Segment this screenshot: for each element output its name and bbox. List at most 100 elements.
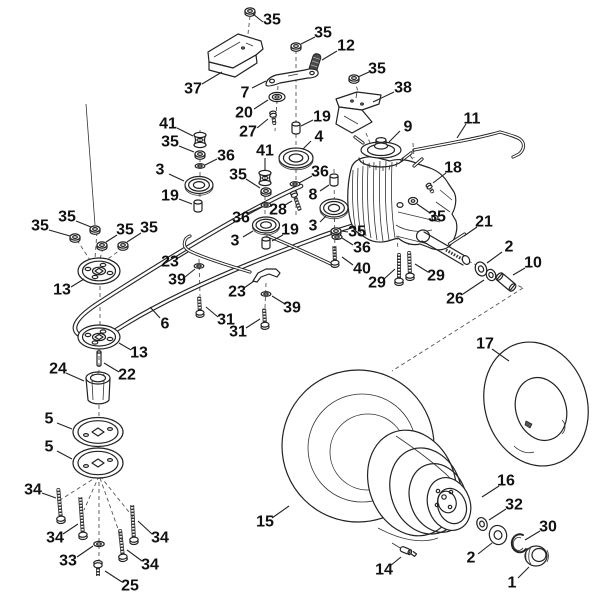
callout-4: 4 <box>315 129 324 146</box>
callout-11: 11 <box>464 111 481 128</box>
callout-leader-24 <box>66 373 84 381</box>
part-nut-35 <box>291 43 301 51</box>
part-nut-35 <box>195 151 205 159</box>
callout-3: 3 <box>309 218 318 235</box>
part-pulley <box>185 177 213 196</box>
callout-numbers: 3535123772027194353891141353631941353628… <box>24 12 557 595</box>
callout-leader-19 <box>179 199 192 204</box>
part-bolt <box>405 251 414 281</box>
callout-35: 35 <box>348 224 366 241</box>
callout-leader-9 <box>389 131 400 142</box>
callout-3: 3 <box>156 162 165 179</box>
callout-17: 17 <box>476 336 494 353</box>
projection-line <box>77 240 90 260</box>
callout-30: 30 <box>539 519 557 536</box>
callout-18: 18 <box>444 160 462 177</box>
callout-29: 29 <box>427 268 445 285</box>
callout-leader-33 <box>77 546 93 557</box>
callout-leader-25 <box>105 571 122 582</box>
callout-leader-41 <box>177 128 193 136</box>
callout-13: 13 <box>130 345 148 362</box>
callout-leader-13 <box>71 279 84 287</box>
callout-20: 20 <box>235 105 253 122</box>
washer-35-on-housing <box>408 198 417 205</box>
callout-leader-8 <box>320 185 329 191</box>
part-bushing <box>292 122 300 134</box>
callout-leader-3 <box>320 216 326 222</box>
callout-19: 19 <box>281 222 299 239</box>
callout-leader-35 <box>246 179 260 188</box>
callout-leader-4 <box>303 141 311 149</box>
part-1-hub-cap <box>525 546 549 566</box>
part-bushing <box>194 200 202 212</box>
part-bolt <box>395 253 403 286</box>
callout-35: 35 <box>116 222 134 239</box>
part-37-deflector-plate <box>208 34 263 77</box>
callout-leader-35 <box>301 37 315 44</box>
callout-leader-2 <box>478 543 492 554</box>
callout-37: 37 <box>184 81 202 98</box>
callout-23: 23 <box>161 254 179 271</box>
callout-13: 13 <box>53 282 71 299</box>
callout-leader-34 <box>127 550 142 561</box>
callout-leader-34 <box>42 493 56 498</box>
callout-leader-27 <box>257 119 268 128</box>
callout-21: 21 <box>475 214 493 231</box>
callout-leader-1 <box>518 567 529 578</box>
projection-line <box>84 476 99 510</box>
callout-leader-39 <box>185 269 195 277</box>
callout-22: 22 <box>118 367 136 384</box>
callout-26: 26 <box>446 291 464 308</box>
callout-leader-35 <box>253 14 263 22</box>
callout-leader-7 <box>252 81 266 88</box>
callout-35: 35 <box>314 25 332 42</box>
part-23-belt-guide-right <box>253 269 280 282</box>
callout-41: 41 <box>256 143 274 160</box>
part-pulley <box>279 148 313 170</box>
callout-7: 7 <box>241 85 250 102</box>
callout-34: 34 <box>141 557 159 574</box>
part-bolt <box>269 111 277 126</box>
callout-1: 1 <box>508 575 517 592</box>
part-washer <box>194 264 204 269</box>
part-38-shield-plate <box>336 92 381 133</box>
callout-leader-19 <box>301 120 313 126</box>
callout-35: 35 <box>368 61 386 78</box>
callout-2: 2 <box>505 239 514 256</box>
callout-leader-3 <box>243 231 253 237</box>
callout-leader-32 <box>489 509 506 520</box>
callout-39: 39 <box>283 300 301 317</box>
callout-19: 19 <box>161 188 179 205</box>
callout-9: 9 <box>404 119 413 136</box>
callout-28: 28 <box>269 202 287 219</box>
part-30-circlip <box>512 534 526 552</box>
callout-36: 36 <box>217 148 235 165</box>
callout-leader-31 <box>246 319 260 328</box>
part-24-coupler <box>86 372 110 404</box>
callout-32: 32 <box>505 497 523 514</box>
callout-12: 12 <box>337 38 355 55</box>
part-washer <box>475 516 489 532</box>
part-bolt <box>94 560 102 577</box>
part-11-control-rod <box>410 132 523 159</box>
part-pulley <box>320 199 348 219</box>
part-bushing <box>330 174 338 186</box>
part-bolt <box>76 496 87 540</box>
part-5-disc-lower <box>73 448 123 478</box>
callout-leader-37 <box>202 72 222 84</box>
projection-line <box>100 476 133 517</box>
callout-leader-36 <box>299 176 312 183</box>
part-washer <box>487 524 509 547</box>
callout-leader-5 <box>57 423 72 429</box>
callout-leader-34 <box>63 524 78 534</box>
part-nut-35 <box>118 242 128 250</box>
part-bolt <box>128 504 139 545</box>
callout-36: 36 <box>353 240 371 257</box>
callout-31: 31 <box>229 324 247 341</box>
callout-leader-35 <box>179 146 194 152</box>
callout-25: 25 <box>121 578 139 595</box>
callout-19: 19 <box>313 109 331 126</box>
callout-leader-29 <box>415 264 428 272</box>
